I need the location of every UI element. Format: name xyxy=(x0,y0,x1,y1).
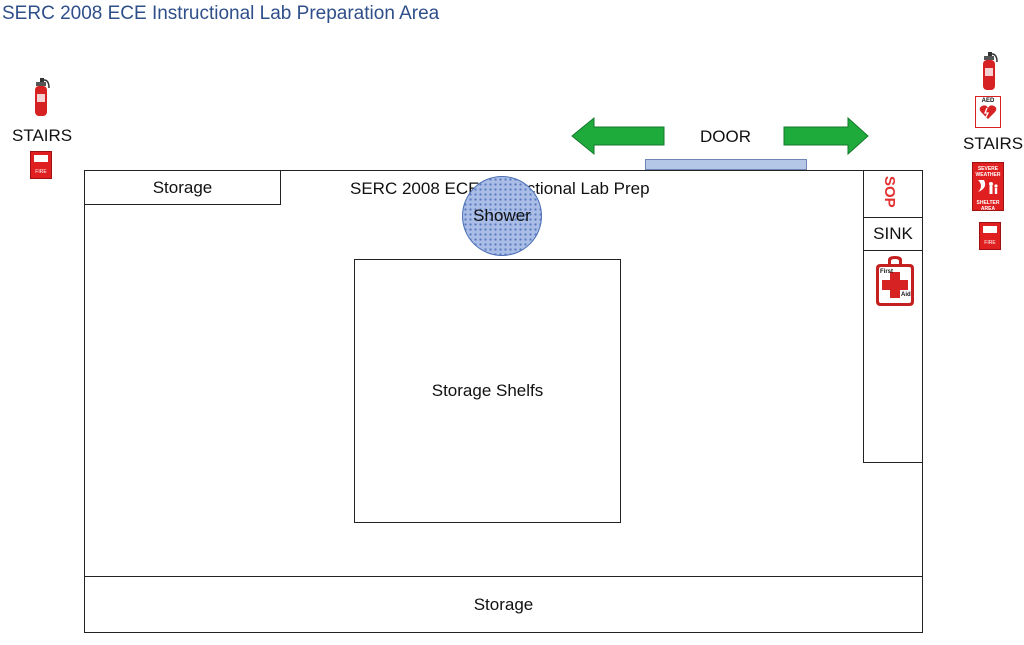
storage-top-area: Storage xyxy=(84,170,281,205)
stairs-left-label: STAIRS xyxy=(12,126,73,145)
shower-circle xyxy=(462,176,542,256)
severe-weather-line2: WEATHER xyxy=(975,172,1001,178)
fire-alarm-right-text: FIRE xyxy=(984,240,996,246)
fire-alarm-sign-left: FIRE xyxy=(30,151,52,179)
heart-icon xyxy=(979,105,997,119)
sink-area: SINK xyxy=(863,217,923,251)
shelter-people-icon xyxy=(978,180,998,194)
sink-label: SINK xyxy=(873,224,913,243)
storage-bottom-area: Storage xyxy=(84,576,923,633)
door xyxy=(645,159,807,170)
shelter-line2: AREA xyxy=(980,206,996,212)
exit-arrow-right-icon xyxy=(783,116,869,156)
fire-extinguisher-icon xyxy=(983,52,998,90)
aed-sign: AED xyxy=(975,96,1001,128)
first-aid-text-2: Aid xyxy=(901,292,911,298)
fire-alarm-left-text: FIRE xyxy=(35,169,47,175)
page-title: SERC 2008 ECE Instructional Lab Preparat… xyxy=(2,3,440,24)
severe-weather-line1: SEVERE xyxy=(977,166,999,172)
storage-shelves-label: Storage Shelfs xyxy=(431,381,544,400)
shower-label: Shower xyxy=(473,206,531,225)
first-aid-kit: First Aid xyxy=(874,254,916,308)
severe-weather-shelter-sign: SEVERE WEATHER SHELTER AREA xyxy=(972,162,1004,212)
exit-arrow-left-icon xyxy=(571,116,665,156)
fire-extinguisher-icon xyxy=(35,78,50,116)
first-aid-icon xyxy=(876,256,914,306)
shelter-line1: SHELTER xyxy=(976,200,1000,206)
fire-alarm-sign-right: FIRE xyxy=(979,222,1001,250)
aed-text: AED xyxy=(981,98,995,104)
storage-shelves-area: Storage Shelfs xyxy=(354,259,621,523)
sop-label: SOP xyxy=(881,176,898,208)
door-label: DOOR xyxy=(700,127,751,146)
stairs-right-label: STAIRS xyxy=(963,134,1024,153)
storage-bottom-label: Storage xyxy=(473,594,534,614)
first-aid-text-1: First xyxy=(880,269,894,275)
storage-top-label: Storage xyxy=(152,177,213,197)
sop-sink-cabinet xyxy=(863,170,923,463)
